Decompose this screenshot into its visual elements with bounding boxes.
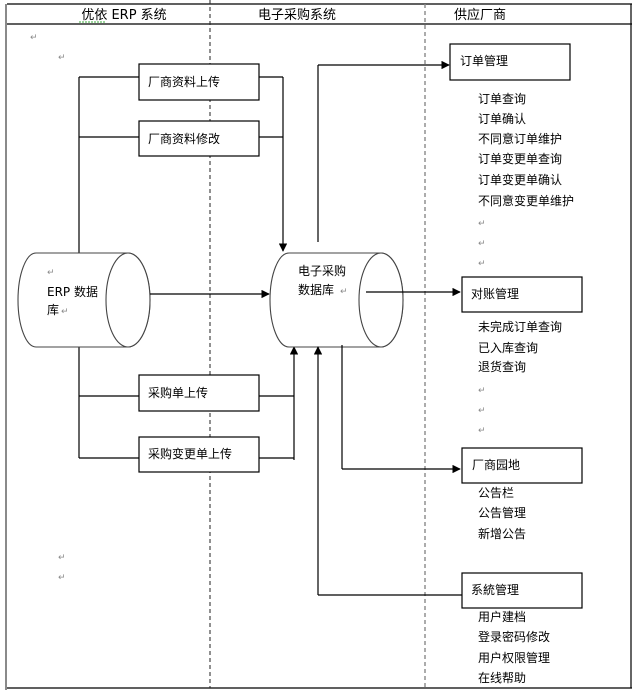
supplier-garden-items: 公告栏 公告管理 新增公告 — [478, 485, 526, 541]
diagram-frame — [5, 3, 632, 690]
return-mark: ↵ — [47, 268, 55, 278]
module-title: 对账管理 — [471, 286, 519, 301]
erp-database[interactable]: ↵ ERP 数据 库 ↵ — [17, 252, 151, 348]
process-label: 采购单上传 — [148, 385, 208, 400]
return-mark: ↵ — [478, 426, 486, 436]
ep-db-label-line1: 电子采购 — [298, 263, 346, 278]
module-system-management[interactable]: 系統管理 — [461, 572, 583, 609]
module-reconciliation[interactable]: 对账管理 — [461, 276, 583, 313]
system-management-items: 用户建档 登录密码修改 用户权限管理 在线帮助 — [478, 609, 550, 685]
module-item[interactable]: 不同意订单维护 — [478, 131, 562, 146]
upload-connectors — [259, 76, 299, 460]
process-label: 厂商资料修改 — [148, 131, 220, 146]
module-item[interactable]: 公告栏 — [478, 485, 514, 500]
module-item[interactable]: 未完成订单查询 — [478, 319, 562, 334]
lane-header-eprocurement: 电子采购系统 — [258, 7, 336, 23]
process-upload-supplier-info[interactable]: 厂商资料上传 — [138, 63, 260, 101]
erp-db-label-line2: 库 — [47, 302, 59, 317]
module-order-management[interactable]: 订单管理 — [449, 43, 571, 81]
return-mark: ↵ — [58, 553, 66, 563]
module-item[interactable]: 用户权限管理 — [478, 650, 550, 665]
return-mark: ↵ — [478, 239, 486, 249]
module-item[interactable]: 订单确认 — [478, 112, 526, 126]
module-item[interactable]: 订单变更单确认 — [478, 172, 562, 187]
return-mark: ↵ — [340, 287, 348, 297]
lane-header-supplier: 供应厂商 — [454, 7, 506, 23]
return-mark: ↵ — [61, 307, 69, 317]
return-mark: ↵ — [30, 33, 38, 43]
module-item[interactable]: 退货查询 — [478, 359, 526, 374]
return-mark: ↵ — [58, 53, 66, 63]
module-item[interactable]: 登录密码修改 — [478, 629, 550, 644]
module-item[interactable]: 不同意变更单维护 — [478, 193, 574, 208]
paragraph-marks: ↵ ↵ ↵ ↵ — [30, 33, 66, 583]
process-label: 采购变更单上传 — [148, 446, 232, 461]
lane-header-erp: 优依 ERP 系统 — [81, 8, 166, 23]
module-item[interactable]: 订单变更单查询 — [478, 151, 562, 166]
erp-connectors — [78, 76, 139, 459]
module-item[interactable]: 订单查询 — [478, 92, 526, 106]
process-label: 厂商资料上传 — [148, 74, 220, 89]
module-item[interactable]: 在线帮助 — [478, 671, 526, 685]
ep-db-label-line2: 数据库 — [298, 282, 334, 297]
reconciliation-items: 未完成订单查询 已入库查询 退货查询 ↵ ↵ ↵ — [478, 319, 562, 436]
process-upload-po-change[interactable]: 采购变更单上传 — [138, 436, 260, 473]
module-title: 订单管理 — [460, 53, 508, 68]
return-mark: ↵ — [478, 406, 486, 416]
process-upload-purchase-order[interactable]: 采购单上传 — [138, 374, 260, 412]
return-mark: ↵ — [478, 386, 486, 396]
module-item[interactable]: 公告管理 — [478, 505, 526, 520]
order-management-items: 订单查询 订单确认 不同意订单维护 订单变更单查询 订单变更单确认 不同意变更单… — [478, 92, 574, 269]
return-mark: ↵ — [478, 259, 486, 269]
module-title: 系統管理 — [471, 582, 519, 597]
module-item[interactable]: 新增公告 — [478, 526, 526, 541]
erp-db-label-line1: ERP 数据 — [47, 284, 98, 299]
module-supplier-garden[interactable]: 厂商园地 — [461, 447, 583, 484]
return-mark: ↵ — [478, 219, 486, 229]
ep-connectors — [313, 60, 462, 596]
return-mark: ↵ — [58, 573, 66, 583]
process-modify-supplier-info[interactable]: 厂商资料修改 — [138, 120, 260, 157]
module-item[interactable]: 已入库查询 — [478, 340, 538, 355]
module-item[interactable]: 用户建档 — [478, 609, 526, 624]
module-title: 厂商园地 — [472, 457, 520, 472]
eprocurement-database[interactable]: 电子采购 数据库 ↵ — [269, 252, 404, 348]
